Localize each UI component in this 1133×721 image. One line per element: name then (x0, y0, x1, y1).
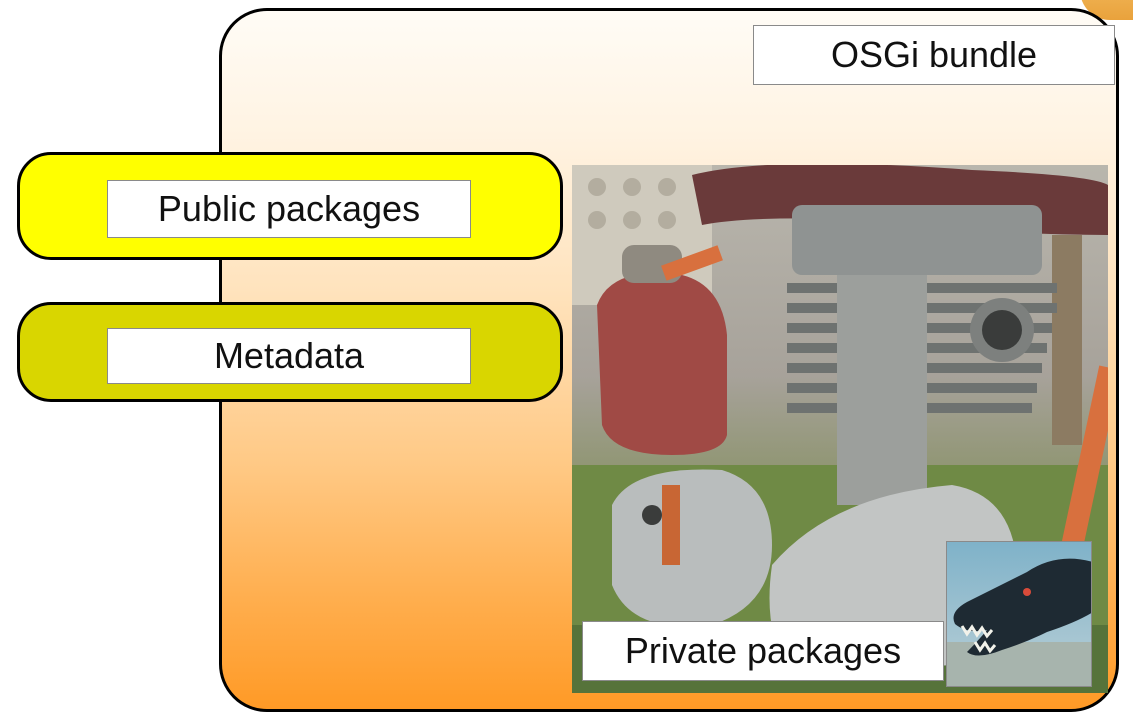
metadata-label: Metadata (107, 328, 471, 384)
public-packages-label: Public packages (107, 180, 471, 238)
private-packages-label: Private packages (582, 621, 944, 681)
dinosaur-head-photo (946, 541, 1092, 687)
osgi-bundle-label: OSGi bundle (753, 25, 1115, 85)
dinosaur-illustration (947, 558, 1091, 686)
